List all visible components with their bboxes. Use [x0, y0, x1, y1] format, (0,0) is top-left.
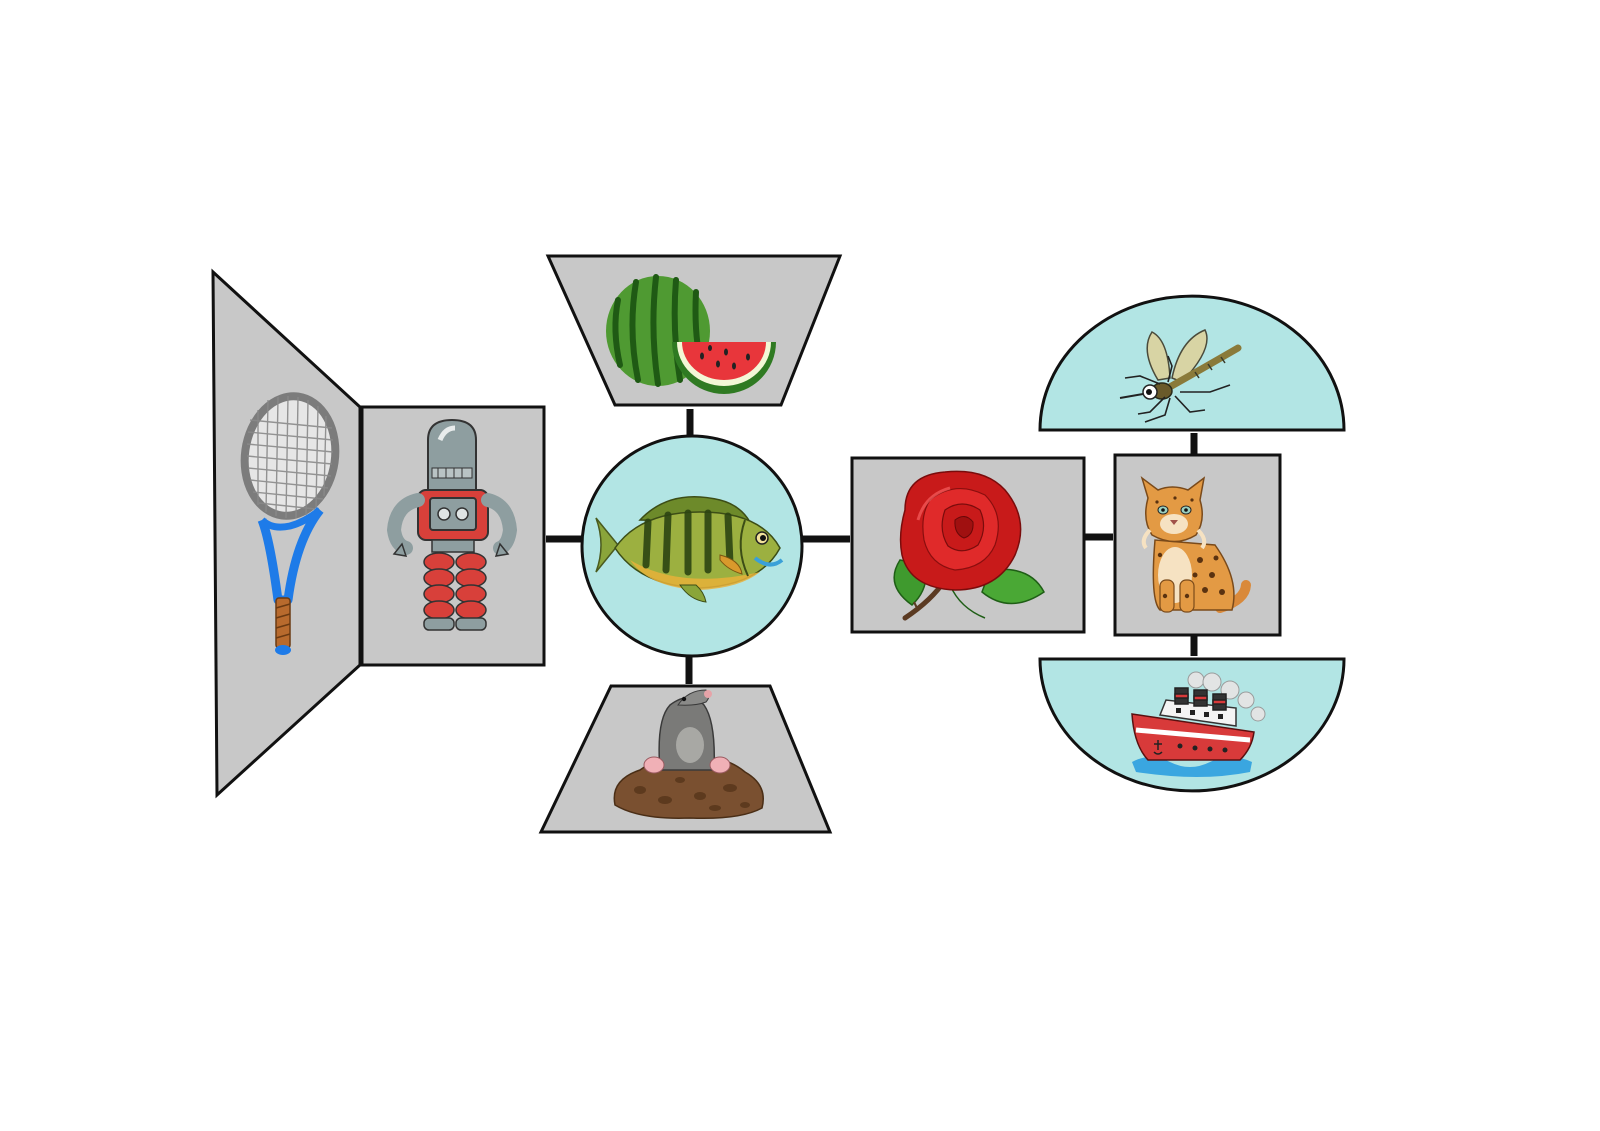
mosquito-icon [1119, 329, 1242, 423]
ship-icon [1131, 671, 1266, 777]
panel-rose [850, 456, 1086, 634]
panel-robot [360, 405, 546, 667]
robot-icon [386, 418, 518, 631]
fish-icon [595, 496, 784, 603]
panel-mosquito [1038, 294, 1346, 432]
panel-racket [211, 268, 362, 799]
panel-fish [580, 434, 804, 658]
lynx-icon [1140, 476, 1251, 613]
panel-lynx [1113, 453, 1282, 637]
panel-mole [538, 684, 833, 834]
panel-watermelon [545, 254, 843, 407]
watermelon-icon [606, 274, 776, 394]
connectors [546, 409, 1198, 684]
rose-icon [893, 470, 1045, 621]
tennis-racket-icon [240, 392, 340, 655]
mole-icon [613, 689, 764, 820]
panel-ship [1038, 657, 1346, 793]
